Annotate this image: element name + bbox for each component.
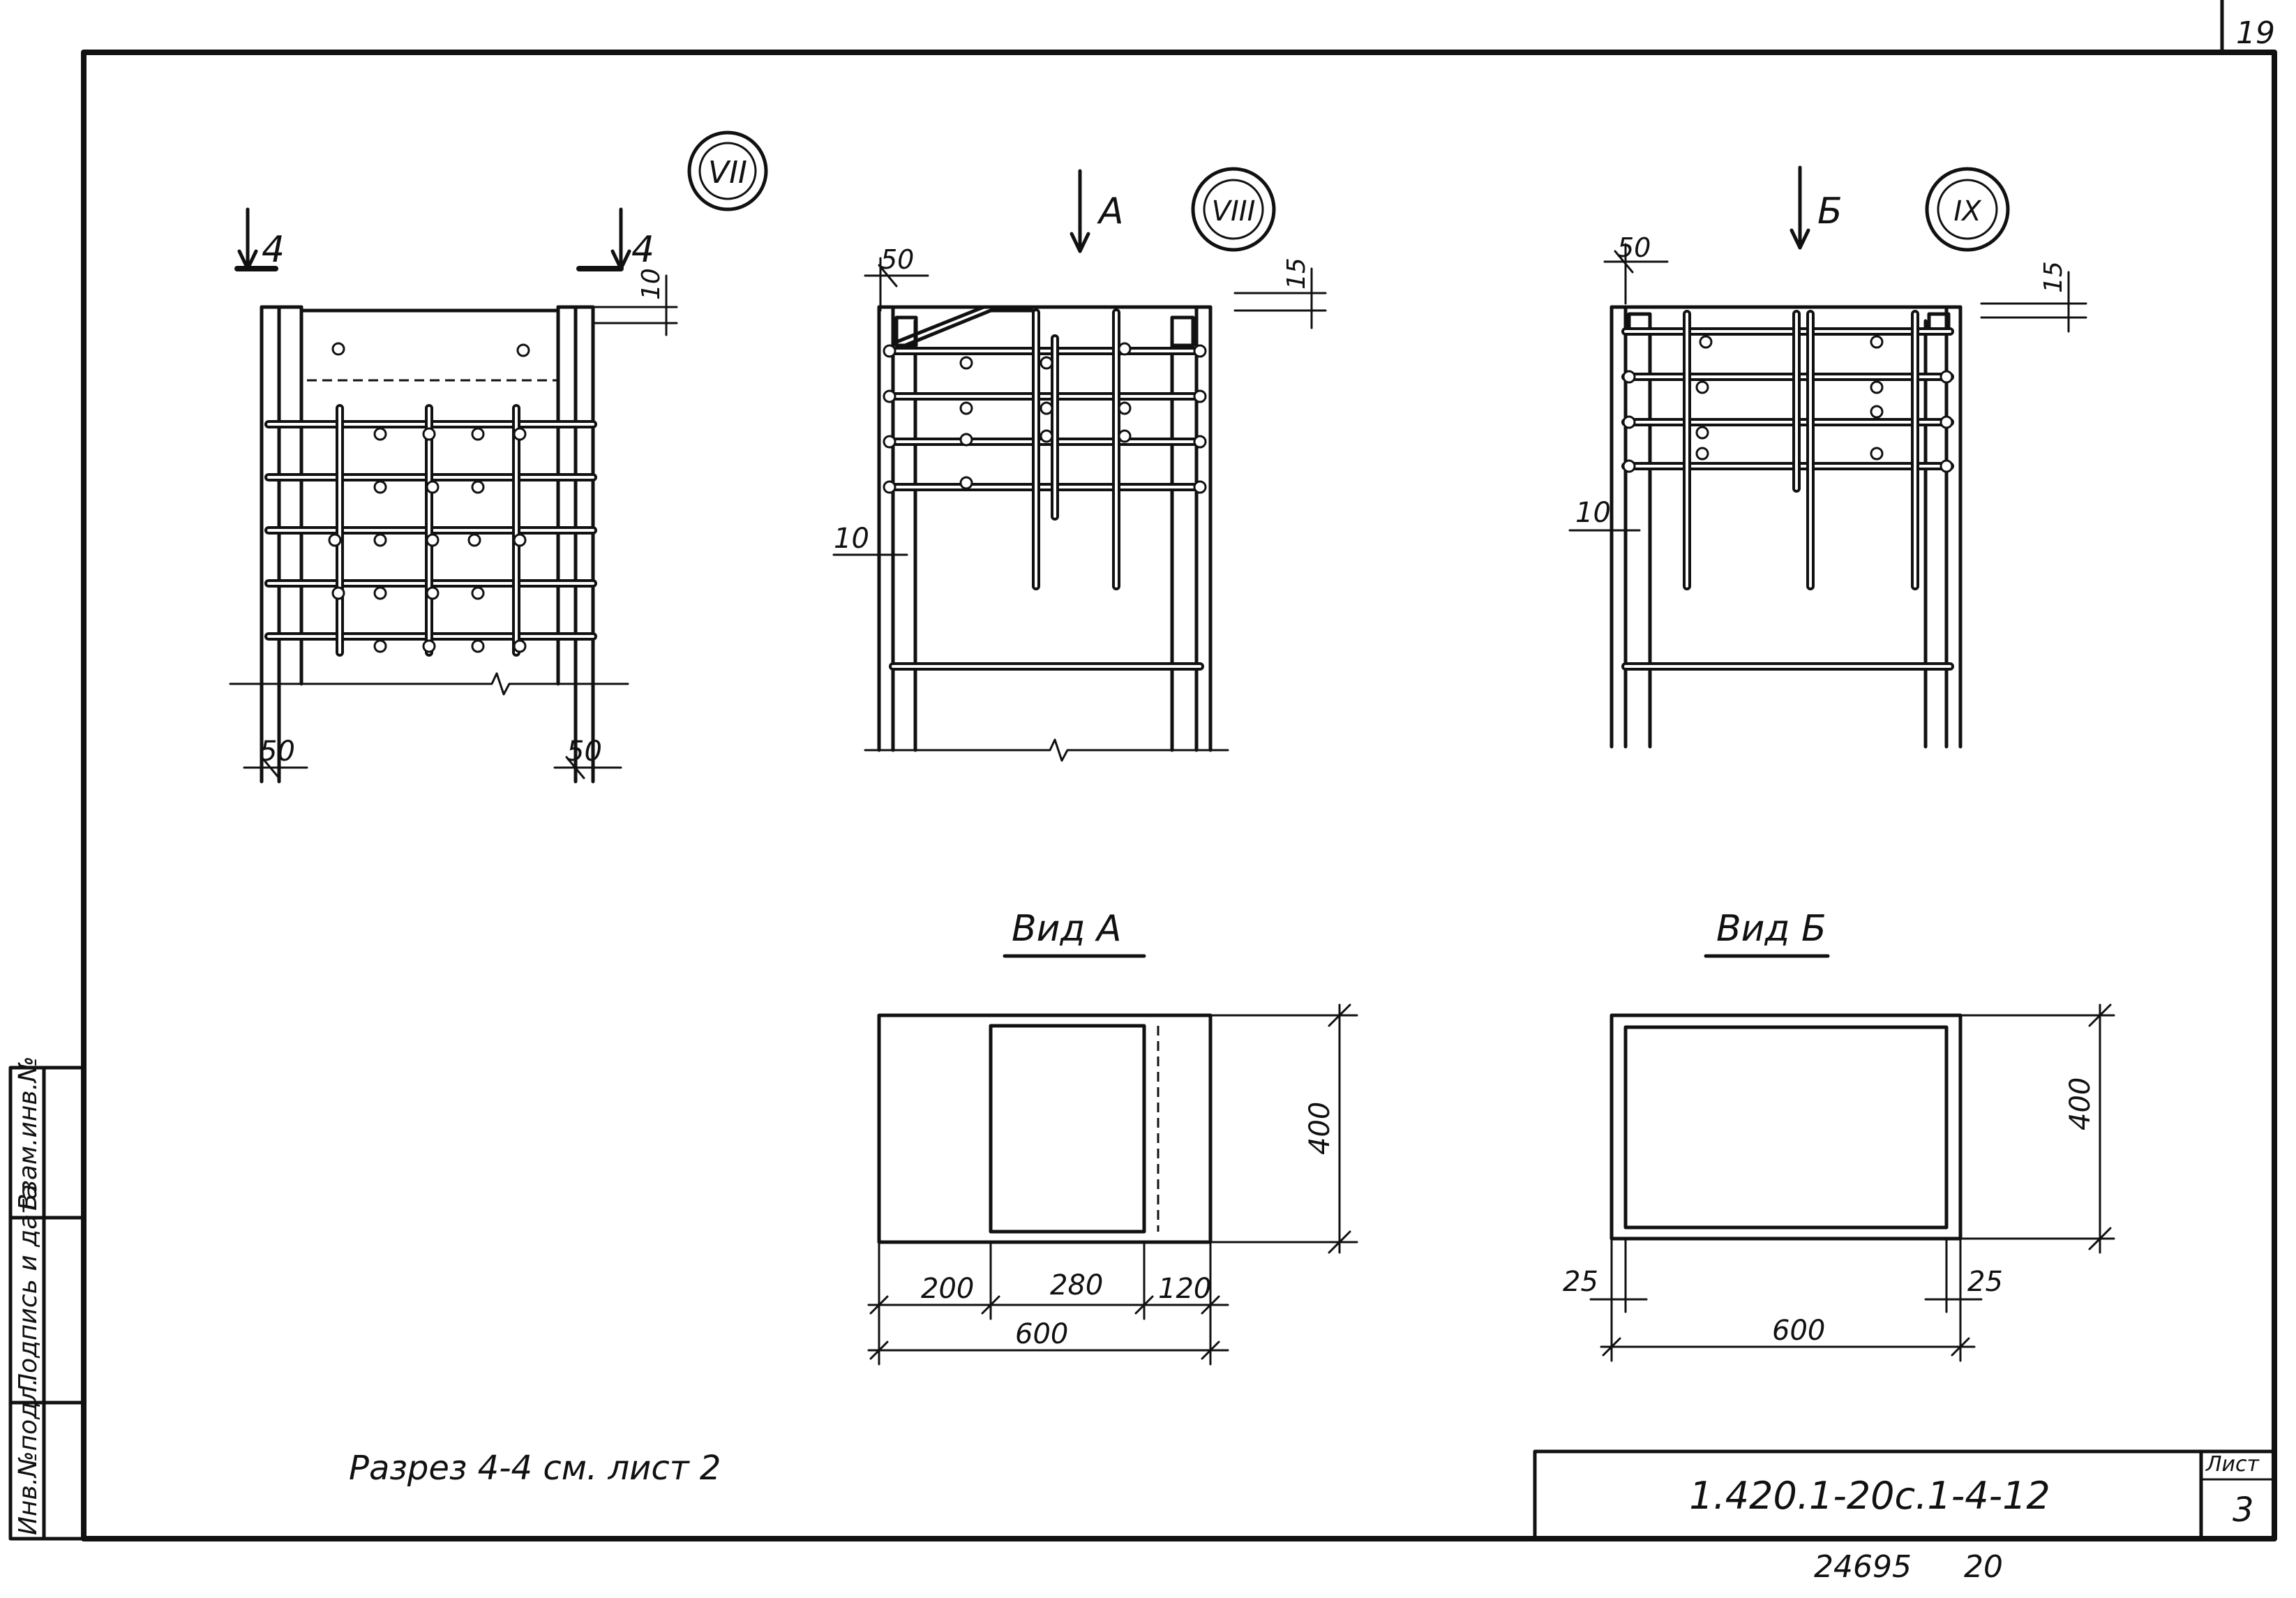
- view-b-title: Вид Б: [1716, 908, 1826, 950]
- sheet-frame: [81, 50, 2277, 1541]
- view-a-total: 600: [1015, 1318, 1068, 1350]
- title-block: 1.420.1-20с.1-4-12 Лист 3: [1533, 1449, 2276, 1541]
- rebar-ends-viii: [883, 342, 1207, 494]
- node-ix: IX Б 50 15 10: [1568, 165, 2087, 749]
- view-a-dim-3: 120: [1158, 1273, 1211, 1305]
- dim-top-right-viii: 15: [1282, 257, 1311, 290]
- dim-top-left-ix: 50: [1617, 232, 1651, 263]
- view-b-dim-left: 25: [1563, 1266, 1598, 1298]
- dim-top-vii: 10: [637, 268, 666, 300]
- dim-bottom-left-vii: 50: [260, 735, 295, 768]
- dim-left-viii: 10: [834, 523, 869, 555]
- marker-vii: VII: [708, 155, 747, 191]
- side-stamp: Инв.№подл. Подпись и дата Взам.инв.№: [8, 1056, 86, 1541]
- rebar-ends-ix: [1622, 335, 1953, 473]
- stamp-signature-label: Подпись и дата: [14, 1184, 43, 1392]
- sheet-label: Лист: [2205, 1452, 2260, 1477]
- dim-top-left-viii: 50: [880, 244, 914, 275]
- document-code: 1.420.1-20с.1-4-12: [1689, 1474, 2050, 1518]
- view-b-height: 400: [2064, 1077, 2096, 1130]
- view-a-dim-2: 280: [1050, 1269, 1103, 1301]
- dim-bottom-right-vii: 50: [567, 735, 602, 768]
- archive-number-2: 20: [1964, 1549, 2003, 1585]
- view-a-height: 400: [1304, 1102, 1336, 1155]
- sheet-number: 3: [2233, 1491, 2254, 1530]
- view-b-dim-right: 25: [1967, 1266, 2003, 1298]
- dim-top-right-ix: 15: [2039, 261, 2068, 293]
- archive-number: 24695: [1814, 1549, 1912, 1585]
- page-number: 19: [2236, 15, 2275, 51]
- rebar-ends-vii: [328, 427, 527, 653]
- stamp-replace-label: Взам.инв.№: [14, 1056, 43, 1211]
- node-vii: VII 4 4 10: [229, 130, 768, 784]
- stamp-archive-label: Инв.№подл.: [14, 1378, 43, 1535]
- view-a: Вид А 400 200 280 120 600: [867, 908, 1358, 1366]
- view-b-total: 600: [1772, 1315, 1825, 1347]
- dim-left-ix: 10: [1575, 497, 1611, 529]
- view-arrow-a: А: [1097, 191, 1124, 232]
- view-a-title: Вид А: [1012, 908, 1122, 950]
- section-mark-right: 4: [631, 229, 654, 271]
- view-b: Вид Б 400 25 25 600: [1563, 908, 2115, 1362]
- section-note: Разрез 4-4 см. лист 2: [349, 1449, 721, 1488]
- node-viii: VIII А 50 15 10: [832, 167, 1327, 762]
- section-mark-left: 4: [262, 229, 285, 271]
- marker-viii: VIII: [1212, 195, 1256, 227]
- marker-ix: IX: [1953, 195, 1982, 227]
- view-arrow-b: Б: [1817, 191, 1843, 232]
- view-a-dim-1: 200: [921, 1273, 974, 1305]
